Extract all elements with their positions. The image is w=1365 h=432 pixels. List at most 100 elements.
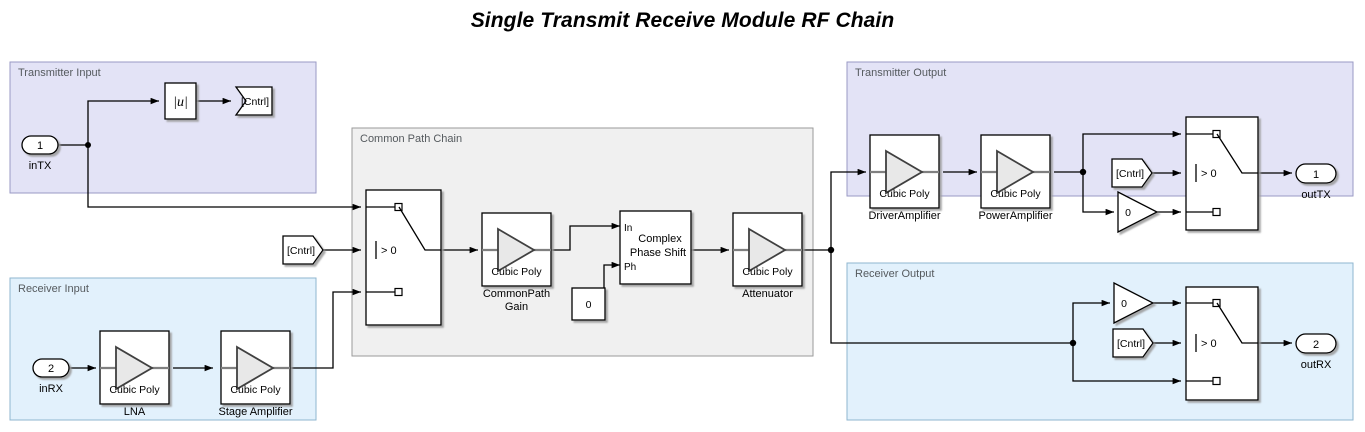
- port-out-rx-label: outRX: [1301, 359, 1332, 371]
- block-complex-phase-shift[interactable]: [619, 210, 692, 285]
- switch-rx-blade: [1216, 302, 1258, 344]
- block-stage-amplifier-triangle: [236, 345, 275, 391]
- block-const-phase[interactable]: [571, 287, 606, 321]
- block-commonpath-gain-label-line1: CommonPath: [483, 288, 550, 300]
- block-goto-cntrl-tx-tag: [Cntrl]: [241, 96, 269, 108]
- block-commonpath-gain-label-line2: Gain: [505, 301, 528, 313]
- switch-tx-blade: [1216, 133, 1258, 174]
- wires-receiver-input: [69, 288, 362, 372]
- wire-attenuator-to-driveramp: [830, 168, 867, 250]
- block-driver-amplifier-label: DriverAmplifier: [868, 210, 940, 222]
- port-in-rx-label: inRX: [39, 383, 64, 395]
- group-receiver-output[interactable]: Receiver Output: [846, 262, 1354, 421]
- switch-rx-top-contact: [1212, 298, 1221, 308]
- block-from-cntrl-rx-out-shape: [1112, 328, 1154, 358]
- wires-transmitter-input: [57, 97, 362, 211]
- block-goto-cntrl-tx[interactable]: [234, 86, 273, 116]
- block-power-amplifier-inner: Cubic Poly: [990, 188, 1041, 200]
- block-const-phase-box: [571, 287, 606, 321]
- group-transmitter-input[interactable]: Transmitter Input: [9, 61, 317, 194]
- block-driver-amplifier-triangle: [885, 149, 924, 195]
- port-in-tx-label: inTX: [29, 160, 52, 172]
- block-attenuator-triangle: [748, 227, 787, 273]
- block-complex-phase-shift-port-in: In: [624, 223, 632, 234]
- switch-tx-top-contact: [1212, 129, 1221, 139]
- block-abs-inner: |u|: [173, 95, 188, 110]
- group-transmitter-input-label: Transmitter Input: [18, 67, 101, 79]
- block-switch-common-box: [365, 189, 442, 326]
- port-in-tx[interactable]: [21, 135, 59, 155]
- block-gain-zero-rx-value: 0: [1121, 298, 1127, 310]
- wire-rxout-to-gainzero: [1072, 299, 1111, 343]
- block-commonpath-gain-inner: Cubic Poly: [491, 266, 542, 278]
- port-out-tx-number: 1: [1313, 169, 1319, 181]
- port-out-rx[interactable]: [1295, 333, 1337, 354]
- block-attenuator-label: Attenuator: [742, 288, 793, 300]
- block-switch-common[interactable]: [365, 189, 442, 326]
- wire-attenuator-to-rxout: [830, 250, 1073, 344]
- block-lna-inner: Cubic Poly: [109, 384, 160, 396]
- block-switch-rx-out[interactable]: [1185, 286, 1259, 401]
- group-transmitter-input-box: [9, 61, 317, 194]
- block-switch-tx-out-criteria: > 0: [1201, 168, 1217, 180]
- switch-rx-bot-contact: [1212, 376, 1221, 386]
- block-commonpath-gain-triangle: [497, 227, 536, 273]
- port-in-rx-number: 2: [48, 363, 54, 375]
- port-in-tx-number: 1: [37, 140, 43, 152]
- switch-common-bot-contact: [394, 287, 403, 297]
- block-complex-phase-shift-port-ph: Ph: [624, 262, 636, 273]
- block-commonpath-gain[interactable]: [481, 212, 552, 287]
- block-gain-zero-rx[interactable]: [1113, 281, 1155, 325]
- block-gain-zero-tx-triangle: [1117, 190, 1159, 234]
- wires-transmitter-output: [943, 130, 1293, 216]
- page-title: Single Transmit Receive Module RF Chain: [470, 9, 895, 32]
- port-out-tx[interactable]: [1295, 163, 1337, 184]
- wire-rxout-to-switch-bottom: [1072, 343, 1182, 385]
- block-lna-label: LNA: [124, 406, 146, 418]
- group-receiver-output-label: Receiver Output: [855, 268, 934, 280]
- block-gain-zero-tx-value: 0: [1125, 207, 1131, 219]
- port-in-tx-shape: [21, 135, 59, 155]
- block-switch-rx-out-criteria: > 0: [1201, 338, 1217, 350]
- block-from-cntrl-tx-out-tag: [Cntrl]: [1116, 168, 1144, 180]
- block-switch-common-criteria: > 0: [381, 245, 397, 257]
- block-abs-box: [164, 82, 197, 120]
- switch-common-blade: [398, 206, 441, 251]
- group-receiver-input-label: Receiver Input: [18, 283, 89, 295]
- block-power-amplifier[interactable]: [980, 134, 1051, 209]
- port-out-tx-label: outTX: [1301, 189, 1331, 201]
- block-const-phase-value: 0: [586, 299, 592, 311]
- group-receiver-output-box: [846, 262, 1354, 421]
- block-attenuator-inner: Cubic Poly: [742, 266, 793, 278]
- group-transmitter-output-label: Transmitter Output: [855, 67, 946, 79]
- block-goto-cntrl-tx-shape: [234, 86, 273, 116]
- block-stage-amplifier-inner: Cubic Poly: [230, 384, 281, 396]
- wire-poweramp-to-switch-top: [1082, 130, 1182, 172]
- block-from-cntrl-rx-out[interactable]: [1112, 328, 1154, 358]
- block-driver-amplifier-inner: Cubic Poly: [879, 188, 930, 200]
- block-from-cntrl-common[interactable]: [282, 235, 324, 265]
- port-in-rx[interactable]: [32, 358, 70, 378]
- block-driver-amplifier[interactable]: [869, 134, 940, 209]
- block-from-cntrl-tx-out[interactable]: [1111, 158, 1153, 188]
- block-lna[interactable]: [99, 330, 170, 405]
- block-attenuator[interactable]: [732, 212, 803, 287]
- port-out-tx-shape: [1295, 163, 1337, 184]
- wire-stageamp-to-switch: [290, 288, 362, 369]
- block-complex-phase-shift-box: [619, 210, 692, 285]
- wire-intx-to-abs: [87, 97, 160, 145]
- block-power-amplifier-label: PowerAmplifier: [979, 210, 1053, 222]
- wires-receiver-output: [1069, 299, 1293, 385]
- block-gain-zero-rx-triangle: [1113, 281, 1155, 325]
- port-out-rx-shape: [1295, 333, 1337, 354]
- wire-gain-to-phaseshift-in: [551, 222, 621, 251]
- block-from-cntrl-rx-out-tag: [Cntrl]: [1117, 338, 1145, 350]
- block-abs[interactable]: [164, 82, 197, 120]
- block-stage-amplifier[interactable]: [220, 330, 291, 405]
- block-gain-zero-tx[interactable]: [1117, 190, 1159, 234]
- switch-common-top-contact: [394, 202, 403, 212]
- wires-common-path-chain: [323, 168, 1073, 344]
- block-switch-tx-out[interactable]: [1185, 116, 1259, 231]
- block-from-cntrl-tx-out-shape: [1111, 158, 1153, 188]
